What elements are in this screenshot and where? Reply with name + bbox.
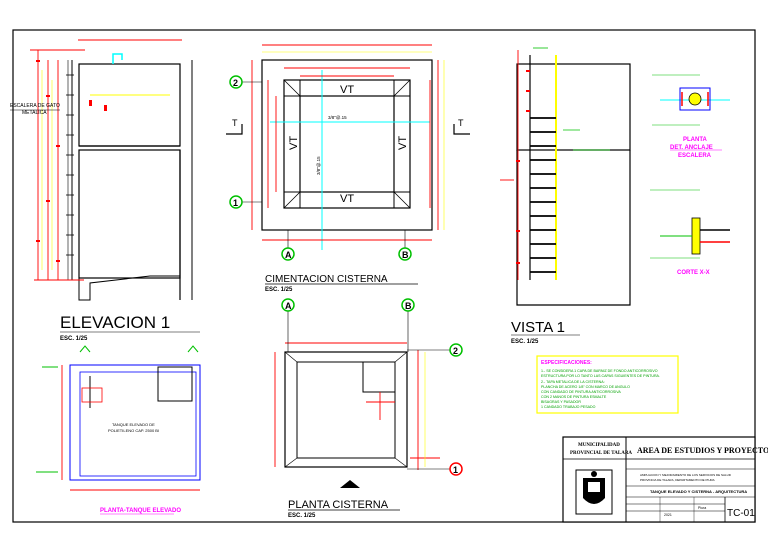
detalle-title-3: ESCALERA [678,153,712,159]
muni-name-2: PROVINCIAL DE TALARA [570,451,632,456]
sheet-number: TC-01 [727,508,755,519]
specs-box: ESPECIFICACIONES: 1.- SE CONSIDERA 1 CAP… [536,355,679,414]
cimentacion-rebar-v: 3/8"@.15 [316,156,321,175]
cimentacion-footing [261,59,433,231]
planta-cisterna-scale: ESC. 1/25 [288,513,316,519]
muni-name-1: MUNICIPALIDAD [578,443,620,448]
detalle-anclaje: PLANTA DET. ANCLAJE ESCALERA CORTE X-X [650,74,730,276]
vista-scale: ESC. 1/25 [511,339,539,345]
cimentacion-title: CIMENTACION CISTERNA [265,274,388,285]
cimentacion-beam-right: VT [397,136,409,150]
cimentacion-axis-1: 1 [233,198,238,208]
specs-line: ESTRUCTURA POR LO TANTO LAS CAPAS SIGUIE… [541,374,660,378]
lamina-name: TANQUE ELEVADO Y CISTERNA - ARQUITECTURA [650,489,747,494]
specs-line: CON 2 MANOS DE PINTURA ESMALTE [541,395,607,399]
specs-line: BISAGRAS Y PASADOR [541,400,581,404]
region: Piura [698,506,706,510]
planta-tanque-view: TANQUE ELEVADO DE POLIETILENO CAP. 2500 … [36,345,201,515]
planta-axis-2: 2 [453,346,458,356]
project-line-2: PROVINCIA DE TALARA, DEPARTAMENTO DE PIU… [640,478,715,482]
project-line-1: AMPLIACION Y MEJORAMIENTO DE LOS SERVICI… [640,473,732,477]
cimentacion-axis-b: B [402,250,409,260]
specs-line: PLANCHA DE ACERO 1/8" CON MARCO DE ANGUL… [541,385,630,389]
specs-line: 2.- TAPA METALICA DE LA CISTERNA: [541,380,605,384]
planta-axis-b: B [405,301,412,311]
elevacion-base [78,149,181,279]
elevacion-title: ELEVACION 1 [60,313,170,332]
year: 2021 [664,513,672,517]
cimentacion-beam-bottom: VT [340,193,354,205]
elevacion-ladder-label-2: METALICA [22,110,47,116]
cimentacion-beam-left: VT [288,136,300,150]
detalle-title-1: PLANTA [683,137,708,143]
vista-title: VISTA 1 [511,319,565,336]
planta-tanque-title: PLANTA-TANQUE ELEVADO [100,508,181,514]
sheet-border [12,29,756,523]
cimentacion-rebar-h: 3/8"@.15 [328,115,347,120]
planta-axis-a: A [285,301,292,311]
planta-axis-1: 1 [453,465,458,475]
planta-cisterna-view: 2 1 A B PLANTA CISTERNA ESC. 1/25 [274,298,463,519]
cimentacion-axis-a: A [285,250,292,260]
elevacion-scale: ESC. 1/25 [60,336,88,342]
cimentacion-scale: ESC. 1/25 [265,287,293,293]
detalle-corte-title: CORTE X-X [677,270,710,276]
cimentacion-cut-right: T [458,118,464,128]
specs-line: 1 CANDADO TRABAJO PESADO [541,405,596,409]
cimentacion-beam-top: VT [340,84,354,96]
cimentacion-view: VT VT VT VT 3/8"@.15 3/8"@.15 2 1 A B T … [226,44,470,293]
elevacion-view: ESCALERA DE GATO METALICA ELEVACION 1 ES… [10,39,200,342]
cimentacion-cut-left: T [232,118,238,128]
tanque-note-2: POLIETILENO CAP. 2500 Bl [108,428,159,433]
elevacion-tank [78,63,181,147]
cimentacion-axis-2: 2 [233,78,238,88]
vista-view: VISTA 1 ESC. 1/25 [500,47,631,345]
specs-heading: ESPECIFICACIONES: [541,360,592,366]
crest-icon [575,469,613,515]
specs-line: CON CANDADO DE PINTURA ANTICORROSIVA [541,390,621,394]
area-title: AREA DE ESTUDIOS Y PROYECTOS [637,446,768,455]
title-block: MUNICIPALIDAD PROVINCIAL DE TALARA AREA … [562,436,768,523]
elevacion-ladder-label: ESCALERA DE GATO [10,103,60,109]
specs-line: 1.- SE CONSIDERA 1 CAPA DE BARNIZ DE FON… [541,369,658,373]
planta-cisterna-title: PLANTA CISTERNA [288,499,389,511]
detalle-title-2: DET. ANCLAJE [670,145,713,151]
tanque-note-1: TANQUE ELEVADO DE [112,422,155,427]
